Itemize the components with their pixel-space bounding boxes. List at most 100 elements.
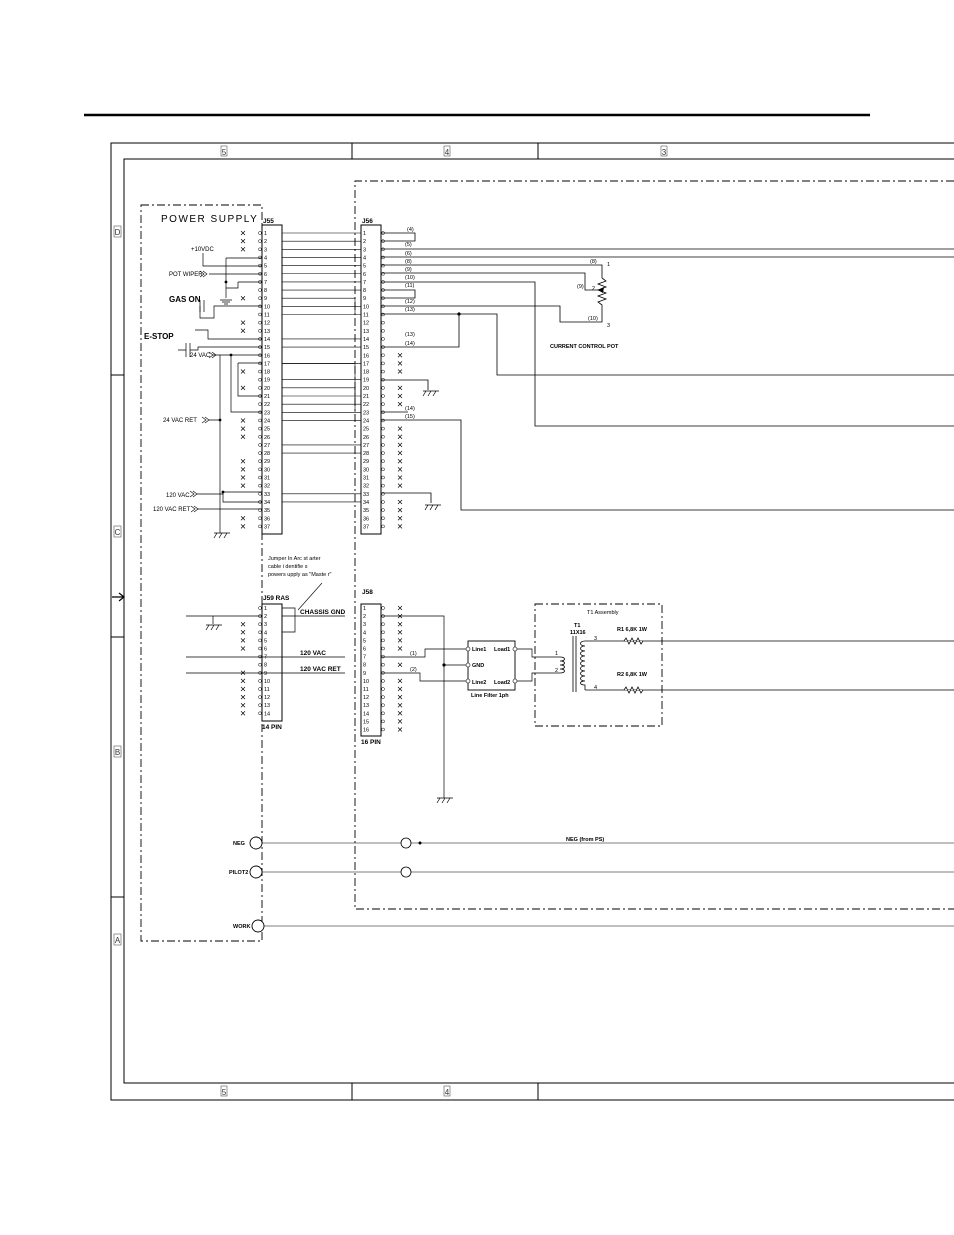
pin-number: 1 [363,606,366,612]
t1-part: 11X16 [570,630,586,636]
x-mark [240,238,246,244]
junction-dot [218,418,222,422]
pin-number: 5 [264,264,267,270]
t1-title: T1 Assembly [587,610,619,616]
label-j59-120vac-ret: 120 VAC RET [300,666,341,673]
pin-socket [258,239,262,243]
pin-number: 2 [363,239,366,245]
signal-labels: +10VDC POT WIPER GAS ON E-STOP 24 VAC 24… [144,247,217,513]
pin-number: 9 [264,671,267,677]
pin-socket [258,459,262,463]
x-mark [240,475,246,480]
pin-number: 14 [363,337,369,343]
x-mark [397,499,403,505]
x-mark [240,320,246,325]
pin-socket [258,679,262,683]
pin-socket [381,435,385,439]
junction-dot [221,490,225,494]
pin-number: 29 [363,459,369,465]
j58-footer: 16 PIN [361,739,381,746]
pin-number: 18 [264,370,270,376]
pin-number: 37 [363,524,369,530]
pin-socket [381,451,385,455]
pin-number: 23 [264,410,270,416]
pin-number: 10 [264,679,270,685]
pin-socket [381,353,385,357]
pin-socket [381,679,385,683]
x-mark [240,711,246,716]
pin-number: 9 [264,296,267,302]
zone-top-2: 4 [445,148,450,157]
pin-number: 30 [363,467,369,473]
pin-number: 12 [264,321,270,327]
wire-14b: (14) [405,406,415,412]
j56-output-wiring [382,232,954,511]
j59-j58-wiring [186,607,954,804]
x-mark [240,434,246,439]
t1-assembly-boundary [534,603,663,727]
pin-number: 34 [363,500,369,506]
wire-11: (11) [405,283,415,289]
pin-socket [258,638,262,643]
j56-name: J56 [362,218,373,225]
pin-number: 16 [264,353,270,359]
pin-number: 14 [363,711,369,717]
pin-socket [381,329,385,333]
x-mark [240,230,246,236]
pin-socket [381,320,385,325]
pin-socket [381,630,385,635]
pin-socket [381,312,385,317]
pin-socket [258,231,262,235]
x-mark [397,442,403,448]
pin-number: 33 [363,492,369,498]
zone-top-1: 5 [222,148,227,157]
filter-load1: Load1 [494,647,510,653]
jumper-note-line-2: cable i dentifie s [268,564,308,570]
pin-number: 1 [264,606,267,612]
wire-12: (12) [405,299,415,305]
pin-number: 13 [264,329,270,335]
x-mark [397,483,403,488]
x-mark [397,605,403,611]
pin-number: 18 [363,370,369,376]
pin-number: 33 [264,492,270,498]
x-mark [240,638,246,643]
pin-number: 17 [363,361,369,367]
x-mark [240,295,246,301]
pin-socket [381,727,385,732]
neg-from-ps: NEG (from PS) [566,837,604,843]
x-mark [240,646,246,651]
pin-number: 32 [264,484,270,490]
label-gas-on: GAS ON [169,295,201,304]
wire-14: (14) [405,341,415,347]
pin-number: 25 [363,427,369,433]
r1-label: R1 6,8K 1W [617,627,648,633]
junction-dot [457,312,461,316]
wire-8: (8) [405,259,412,265]
pin-socket [258,247,262,252]
output-terminals: NEG PILOT2 WORK NEG (from PS) [229,836,954,933]
filter-caption: Line Filter 1ph [471,693,509,699]
pin-socket [381,337,385,341]
x-mark [397,467,403,472]
pin-socket [381,394,385,398]
pot-wire-10: (10) [588,316,598,322]
pin-socket [381,687,385,691]
jumper-note: Jumper In Arc st arter cable i dentifie … [268,556,332,611]
pin-number: 7 [363,655,366,661]
x-mark [240,467,246,472]
pin-number: 22 [264,402,270,408]
x-mark [240,418,246,423]
pot-pin-1: 1 [607,262,610,268]
pin-socket [258,255,262,260]
terminal-neg: NEG [233,841,245,847]
pin-number: 5 [363,264,366,270]
pin-socket [258,630,262,635]
harness-jumper [282,363,356,413]
pin-number: 8 [264,288,267,294]
pin-number: 5 [363,638,366,644]
ground-symbol [422,390,441,511]
pin-number: 12 [264,695,270,701]
wire-15: (15) [405,414,415,420]
